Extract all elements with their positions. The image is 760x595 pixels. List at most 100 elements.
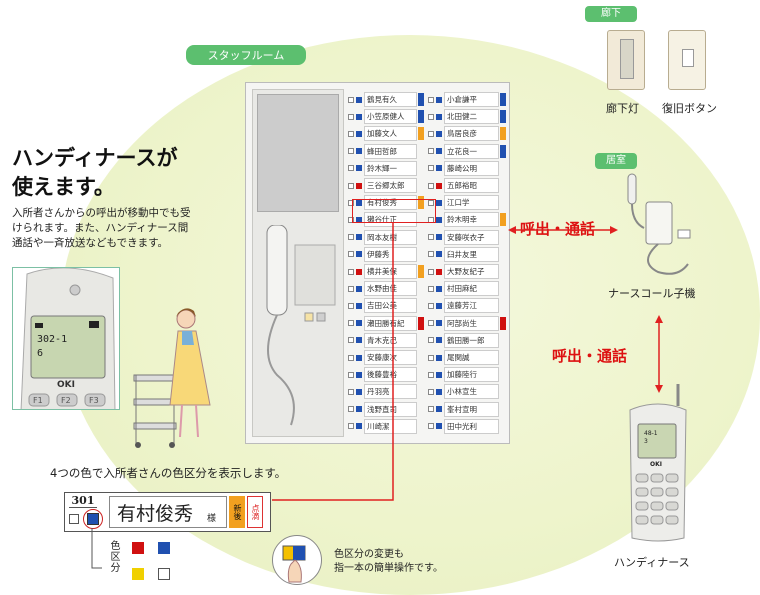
board-mid-row: 青木克己 <box>348 330 424 351</box>
board-right-row: 藤崎公明 <box>428 158 506 179</box>
row-name: 水野由佳 <box>364 281 417 297</box>
board-mid-row: 吉田公美 <box>348 295 424 316</box>
board-right-row: 立花良一 <box>428 141 506 162</box>
row-color-square <box>436 337 442 344</box>
row-name: 小倉謙平 <box>444 92 499 107</box>
handy-nurse-label: ハンディナース <box>614 556 690 569</box>
row-color-square <box>436 216 442 223</box>
row-checkbox <box>348 388 354 395</box>
highlight-frame <box>352 199 436 223</box>
nameplate-suffix: 様 <box>207 514 217 524</box>
row-color-square <box>436 302 442 309</box>
row-name: 北田健二 <box>444 109 499 125</box>
row-color-square <box>356 268 362 275</box>
board-right-row: 臼井友里 <box>428 244 506 265</box>
board-right-row: 加藤陸行 <box>428 364 506 385</box>
row-color-square <box>356 406 362 413</box>
board-mid-row: 鶴見有久 <box>348 89 424 110</box>
row-checkbox <box>348 285 354 292</box>
row-checkbox <box>428 337 434 344</box>
nameplate-tag-new: 新後 <box>229 496 245 528</box>
board-right-row: 鳥居良彦 <box>428 123 506 144</box>
color-caption: 4つの色で入所者さんの色区分を表示します。 <box>50 466 287 480</box>
row-tag <box>418 127 424 141</box>
board-right-row: 北田健二 <box>428 106 506 127</box>
nurse-illustration <box>133 308 211 448</box>
legend-swatch-yellow <box>132 568 144 580</box>
corridor-light-device <box>607 30 645 90</box>
row-checkbox <box>348 130 354 137</box>
row-color-square <box>356 216 362 223</box>
row-checkbox <box>428 251 434 258</box>
nurse-call-child-label: ナースコール子機 <box>608 287 696 300</box>
board-mid-row: 丹羽亮 <box>348 381 424 402</box>
row-color-square <box>356 96 362 103</box>
row-color-square <box>356 251 362 258</box>
row-checkbox <box>348 337 354 344</box>
phone-key-f1: F1 <box>33 396 43 405</box>
row-color-square <box>356 148 362 155</box>
row-name: 青木克己 <box>364 332 417 348</box>
board-mid-row: 蜂田哲郎 <box>348 141 424 162</box>
row-name: 三谷郷太郎 <box>364 178 417 193</box>
staff-room-label: スタッフルーム <box>186 45 306 65</box>
row-color-square <box>356 320 362 327</box>
board-right-row: 尾関誠 <box>428 347 506 368</box>
row-name: 加藤陸行 <box>444 367 499 383</box>
row-name: 小笠原健人 <box>364 109 417 125</box>
row-checkbox <box>428 165 434 172</box>
row-color-square <box>356 285 362 292</box>
legend-swatch-red <box>132 542 144 554</box>
row-checkbox <box>428 285 434 292</box>
board-column-right: 小倉謙平北田健二鳥居良彦立花良一藤崎公明五郎裕昭江口学鈴木明幸安藤咲衣子臼井友里… <box>428 89 506 437</box>
row-color-square <box>436 165 442 172</box>
row-tag <box>500 110 506 124</box>
phone-illustration <box>20 268 116 409</box>
row-name: 鈴木輝一 <box>364 160 417 176</box>
row-checkbox <box>428 320 434 327</box>
row-color-square <box>356 182 362 189</box>
row-name: 獺谷仕正 <box>364 212 417 228</box>
row-name: 鳥居良彦 <box>444 126 499 142</box>
board-mid-row: 水野由佳 <box>348 278 424 299</box>
phone-screen-line1: 302-1 <box>37 334 68 345</box>
board-right-row: 田中光利 <box>428 416 506 437</box>
row-color-square <box>356 388 362 395</box>
row-color-square <box>436 130 442 137</box>
row-color-square <box>436 406 442 413</box>
board-mid-row: 瀬田勝有紀 <box>348 313 424 334</box>
board-mid-row: 岡本友樹 <box>348 227 424 248</box>
call-arrow-horizontal <box>508 226 618 234</box>
row-color-square <box>436 96 442 103</box>
row-name: 五郎裕昭 <box>444 178 499 193</box>
board-mid-row: 小笠原健人 <box>348 106 424 127</box>
row-color-square <box>356 130 362 137</box>
row-checkbox <box>348 96 354 103</box>
row-name: 鈴木明幸 <box>444 212 499 228</box>
row-checkbox <box>428 406 434 413</box>
board-master-unit <box>252 89 344 437</box>
board-mid-row: 横井美保 <box>348 261 424 282</box>
row-tag <box>418 196 424 210</box>
desc-line-3: 通話や一斉放送などもできます。 <box>12 237 169 249</box>
board-column-mid: 鶴見有久小笠原健人加藤文人蜂田哲郎鈴木輝一三谷郷太郎有村俊秀獺谷仕正岡本友樹伊藤… <box>348 89 424 437</box>
row-name: 鶴見有久 <box>364 92 417 107</box>
row-color-square <box>436 182 442 189</box>
nameplate: 301 有村俊秀 様 新後 点滴 <box>64 492 271 532</box>
nameplate-name: 有村俊秀 <box>117 503 194 525</box>
row-checkbox <box>428 423 434 430</box>
board-handset <box>266 225 336 426</box>
row-color-square <box>436 320 442 327</box>
row-name: 尾関誠 <box>444 350 499 365</box>
row-name: 安藤咲衣子 <box>444 229 499 245</box>
reset-button-device <box>668 30 706 90</box>
row-tag <box>500 316 506 330</box>
row-name: 大野友紀子 <box>444 264 499 279</box>
row-checkbox <box>348 268 354 275</box>
hint-line-2: 指一本の簡単操作です。 <box>334 563 443 574</box>
row-checkbox <box>428 371 434 378</box>
board-right-row: 村田麻紀 <box>428 278 506 299</box>
row-name: 川崎潔 <box>364 418 417 434</box>
row-color-square <box>436 268 442 275</box>
